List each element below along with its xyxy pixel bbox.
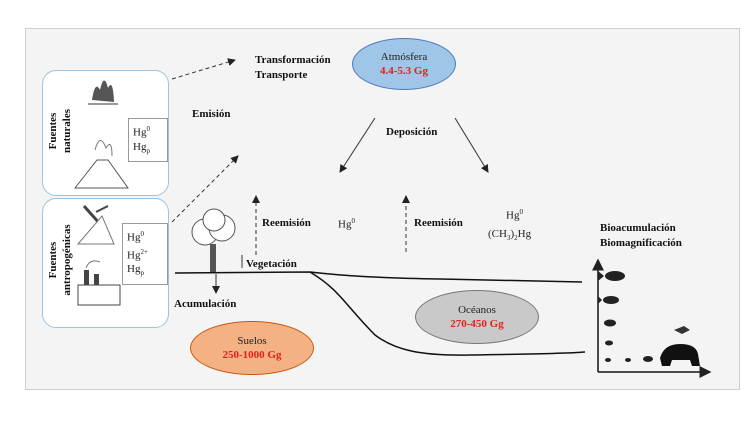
atmosphere-amount: 4.4-5.3 Gg [380,65,428,77]
small-fish-icon [605,356,653,362]
oceans-name: Océanos [458,304,496,316]
reemission-left-label: Reemisión [262,217,311,229]
fish-icon [605,340,613,346]
bioaccumulation-label: Bioacumulación [600,222,676,234]
anthropogenic-species-box: Hg0 Hg2+ Hgp [122,223,168,285]
oceans-ellipse: Océanos 270-450 Gg [415,290,539,344]
deposition-arrow-right [454,117,489,173]
soils-name: Suelos [237,335,267,347]
emission-label: Emisión [192,108,231,120]
fish-icon [598,271,625,281]
natural-species-box: Hg0 Hgp [128,118,168,162]
fire-icon [88,80,118,105]
fish-icon [598,296,619,304]
soils-amount: 250-1000 Gg [222,349,282,361]
soils-ellipse: Suelos 250-1000 Gg [190,321,314,375]
emission-arrow-natural [171,58,236,80]
accumulation-label: Acumulación [174,298,237,310]
volcano-icon [73,140,129,189]
deposition-label: Deposición [386,126,438,138]
fish-icon [604,319,616,327]
factory-icon [77,260,121,306]
ocean-floor-line [309,271,586,356]
atmosphere-ellipse: Atmósfera 4.4-5.3 Gg [352,38,456,90]
atmosphere-name: Atmósfera [380,51,428,63]
emission-arrow-anthropogenic [171,155,239,223]
hg0-right-label: Hg0 [506,208,523,222]
bear-icon [660,344,700,366]
vegetation-label: Vegetación [246,258,297,270]
species-hgp: Hgp [133,140,150,155]
bird-icon [674,326,690,334]
tree-icon [191,208,236,272]
transformation-label: Transformación [255,54,331,66]
oceans-amount: 270-450 Gg [450,318,504,330]
species-hg0: Hg0 [133,125,150,139]
hg0-left-label: Hg0 [338,217,355,231]
reemission-right-label: Reemisión [414,217,463,229]
mining-icon [76,205,115,245]
ocean-surface-line [174,271,583,283]
transport-label: Transporte [255,69,308,81]
methylmercury-label: (CH3)2Hg [488,228,532,243]
deposition-arrow-left [339,117,376,173]
biomagnification-label: Biomagnificación [600,237,682,249]
